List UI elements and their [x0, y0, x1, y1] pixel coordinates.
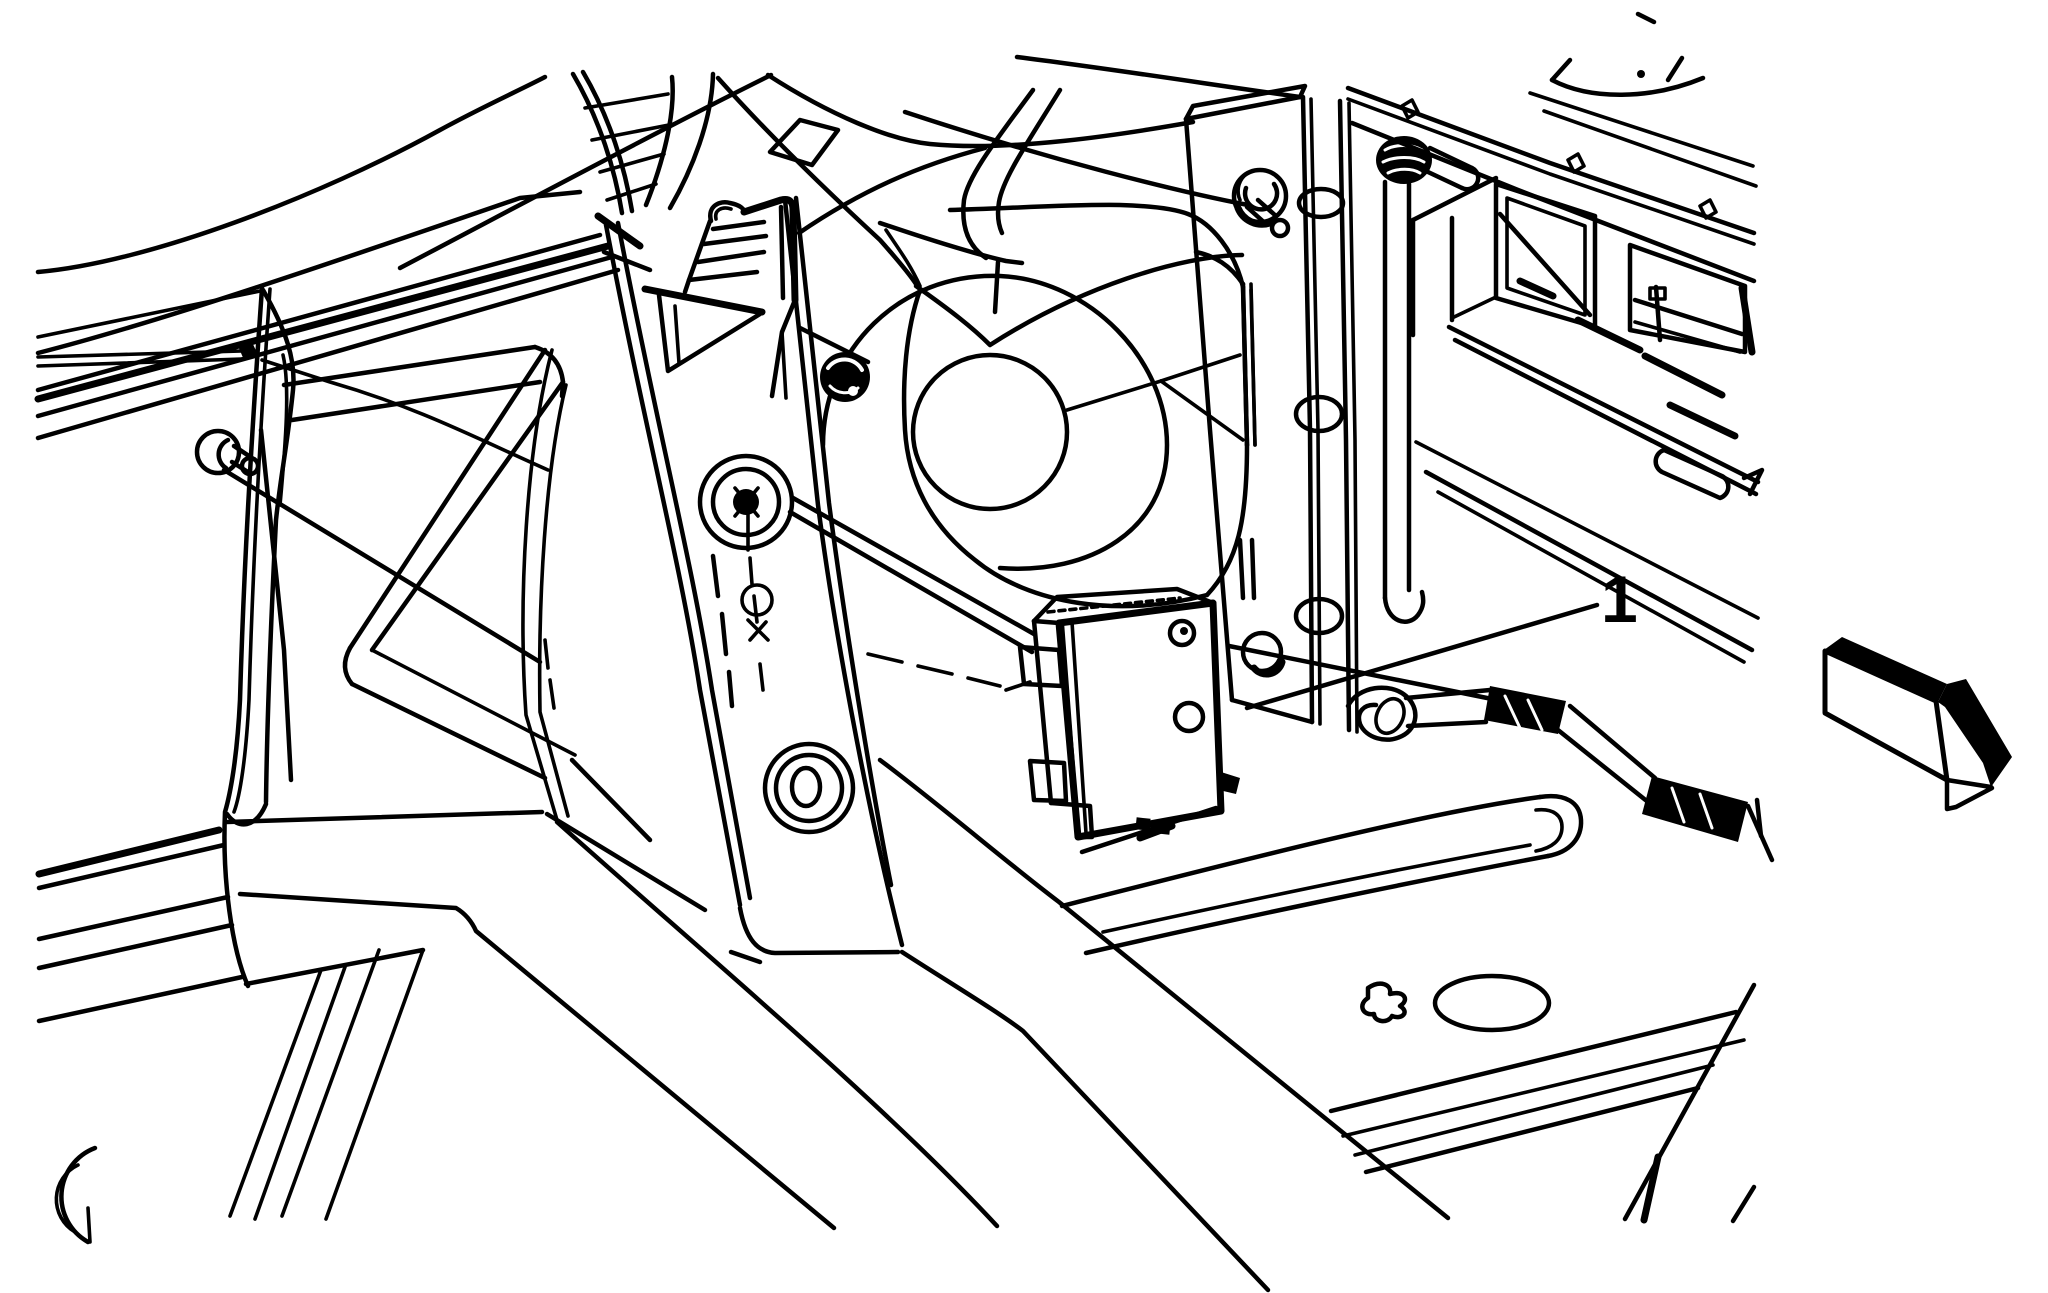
- svg-text:1: 1: [1601, 562, 1638, 636]
